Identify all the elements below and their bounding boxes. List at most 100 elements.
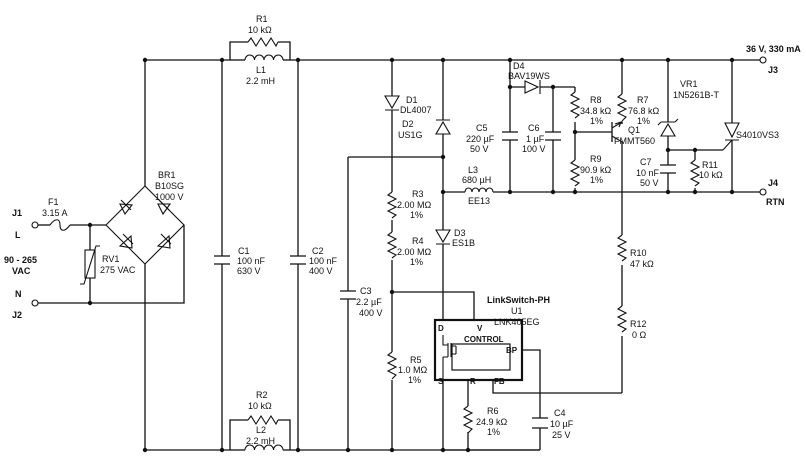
- rv1-value: 275 VAC: [100, 265, 136, 275]
- j3-terminal[interactable]: [759, 56, 767, 64]
- c5-capacitor: [502, 131, 518, 141]
- r9-tol: 1%: [590, 175, 603, 185]
- d3-ref: D3: [454, 228, 466, 238]
- r7-resistor: [616, 93, 628, 122]
- d4-part: BAV19WS: [508, 71, 550, 81]
- c6-value: 1 µF: [526, 134, 545, 144]
- r12-value: 0 Ω: [632, 330, 647, 340]
- c1-ref: C1: [238, 246, 250, 256]
- r3-ref: R3: [412, 189, 424, 199]
- c3-capacitor: [340, 290, 356, 300]
- u1-pin-s: S: [438, 377, 444, 386]
- rv1-ref: RV1: [102, 254, 119, 264]
- d1-ref: D1: [406, 95, 418, 105]
- c6-rating: 100 V: [522, 144, 546, 154]
- r3-value: 2.00 MΩ: [397, 200, 432, 210]
- l3-ref: L3: [468, 165, 478, 175]
- r5-tol: 1%: [408, 375, 421, 385]
- u1-part: LNK405EG: [494, 317, 540, 327]
- d2-diode: [435, 119, 451, 135]
- c7-ref: C7: [640, 157, 652, 167]
- r1-resistor: [247, 36, 279, 48]
- c7-rating: 50 V: [640, 178, 659, 188]
- r3-resistor: [386, 191, 398, 219]
- j4-ref: J4: [768, 178, 778, 188]
- f1-ref: F1: [48, 197, 59, 207]
- f1-fuse: [49, 219, 71, 231]
- junction-dots: [87, 57, 735, 453]
- input-voltage-range: 90 - 265: [4, 255, 37, 265]
- r4-ref: R4: [412, 236, 424, 246]
- br1-bridge: [105, 185, 185, 265]
- r2-value: 10 kΩ: [248, 401, 272, 411]
- r7-tol: 1%: [637, 116, 650, 126]
- c4-ref: C4: [554, 408, 566, 418]
- br1-rating: 1000 V: [155, 192, 184, 202]
- c2-capacitor: [290, 255, 306, 265]
- u1-pin-v: V: [477, 324, 483, 333]
- f1-value: 3.15 A: [42, 208, 68, 218]
- d2-ref: D2: [402, 119, 414, 129]
- c4-rating: 25 V: [552, 430, 571, 440]
- c2-rating: 400 V: [309, 266, 333, 276]
- j4-label: RTN: [766, 197, 785, 207]
- r10-resistor: [616, 234, 628, 262]
- r8-resistor: [569, 91, 581, 119]
- scr-thyristor: [722, 122, 740, 151]
- r5-resistor: [386, 351, 398, 380]
- c7-capacitor: [660, 164, 676, 174]
- c7-value: 10 nF: [636, 168, 660, 178]
- r5-ref: R5: [410, 355, 422, 365]
- c6-ref: C6: [528, 123, 540, 133]
- vr1-zener: [657, 118, 679, 137]
- l3-core: EE13: [468, 196, 490, 206]
- j4-terminal[interactable]: [759, 188, 767, 196]
- j1-ref: J1: [12, 208, 22, 218]
- l3-value: 680 µH: [462, 175, 491, 185]
- l2-ref: L2: [256, 425, 266, 435]
- q1-part: FMMT560: [614, 136, 655, 146]
- r6-tol: 1%: [487, 427, 500, 437]
- l1-inductor: [244, 54, 284, 61]
- d2-part: US1G: [398, 130, 423, 140]
- r11-resistor: [689, 159, 701, 187]
- r7-value: 76.8 kΩ: [628, 106, 660, 116]
- c1-value: 100 nF: [237, 256, 266, 266]
- r6-ref: R6: [487, 406, 499, 416]
- l1-ref: L1: [256, 65, 266, 75]
- c4-capacitor: [532, 417, 548, 429]
- d3-part: ES1B: [452, 238, 475, 248]
- d4-ref: D4: [513, 61, 525, 71]
- r10-ref: R10: [630, 248, 647, 258]
- c6-capacitor: [545, 131, 561, 141]
- j2-terminal[interactable]: [31, 299, 39, 307]
- r9-value: 90.9 kΩ: [580, 165, 612, 175]
- c3-ref: C3: [360, 286, 372, 296]
- l2-inductor: [244, 444, 284, 451]
- r1-value: 10 kΩ: [248, 25, 272, 35]
- c2-ref: C2: [312, 246, 324, 256]
- l3-inductor: [464, 187, 494, 193]
- c4-value: 10 µF: [550, 419, 574, 429]
- c5-value: 220 µF: [466, 134, 495, 144]
- r9-ref: R9: [590, 154, 602, 164]
- rv1-slash: [80, 245, 100, 285]
- j2-ref: J2: [12, 310, 22, 320]
- q1-transistor: [611, 121, 623, 143]
- r8-tol: 1%: [590, 116, 603, 126]
- r7-ref: R7: [637, 95, 649, 105]
- r11-value: 10 kΩ: [699, 170, 723, 180]
- r2-ref: R2: [256, 390, 268, 400]
- c1-capacitor: [214, 255, 230, 265]
- j1-terminal[interactable]: [31, 221, 39, 229]
- r11-ref: R11: [702, 160, 718, 170]
- vr1-part: 1N5261B-T: [673, 90, 720, 100]
- c3-value: 2.2 µF: [356, 297, 382, 307]
- input-voltage-unit: VAC: [12, 266, 31, 276]
- r3-tol: 1%: [410, 210, 423, 220]
- l1-value: 2.2 mH: [246, 76, 275, 86]
- wires: [38, 41, 760, 451]
- r10-value: 47 kΩ: [630, 259, 654, 269]
- j1-pin: L: [15, 230, 21, 240]
